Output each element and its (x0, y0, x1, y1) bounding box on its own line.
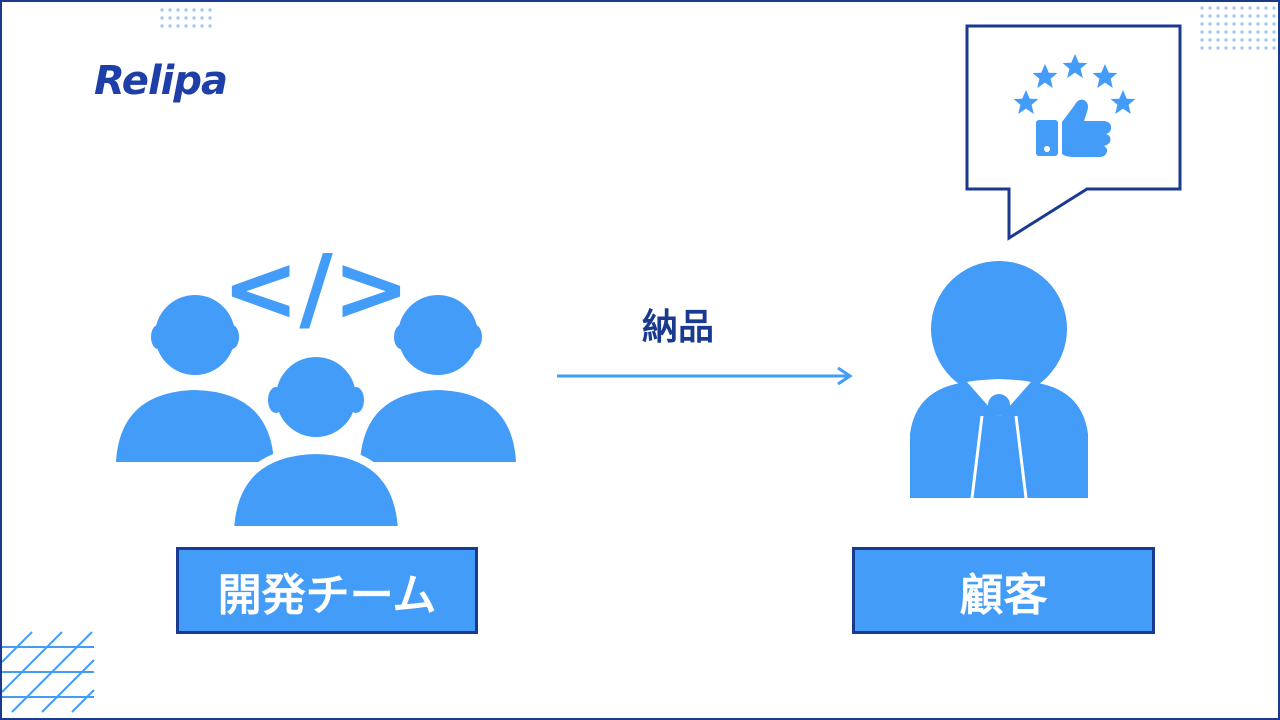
decor-dot (1232, 30, 1236, 34)
decor-dot (1208, 30, 1212, 34)
decor-dot (1232, 14, 1236, 18)
decor-dot (1200, 30, 1204, 34)
decor-dot (1248, 22, 1252, 26)
decor-dot (1264, 46, 1268, 50)
decor-dot (1248, 6, 1252, 10)
hatch-pattern-bottom-left (2, 631, 95, 713)
decor-dot (1216, 46, 1220, 50)
decor-dot (1232, 38, 1236, 42)
decor-dot (1216, 22, 1220, 26)
decor-dot (1264, 22, 1268, 26)
decor-dot (1256, 14, 1260, 18)
decor-dot (168, 8, 172, 12)
decor-dot (1200, 22, 1204, 26)
decor-dot (1248, 14, 1252, 18)
client-label-box: 顧客 (852, 547, 1155, 634)
decor-dot (1224, 30, 1228, 34)
decor-dot (1272, 6, 1276, 10)
decor-dot (1256, 22, 1260, 26)
dot-pattern-top (160, 6, 1276, 50)
decor-dot (1240, 30, 1244, 34)
decor-dot (1224, 14, 1228, 18)
decor-dot (1208, 14, 1212, 18)
decor-dot (1216, 6, 1220, 10)
decor-dot (1224, 6, 1228, 10)
decor-dot (1248, 38, 1252, 42)
decor-dot (1256, 6, 1260, 10)
decor-dot (1200, 14, 1204, 18)
decor-dot (168, 24, 172, 28)
client-label: 顧客 (959, 569, 1048, 621)
decor-dot (176, 16, 180, 20)
decor-dot (160, 8, 164, 12)
decor-dot (1264, 30, 1268, 34)
decor-dot (1256, 38, 1260, 42)
delivery-arrow (557, 366, 853, 386)
decor-dot (1208, 22, 1212, 26)
decor-dot (1216, 38, 1220, 42)
decor-dot (1272, 14, 1276, 18)
decor-dot (1200, 38, 1204, 42)
decor-dot (200, 16, 204, 20)
decor-dot (1240, 22, 1244, 26)
decor-dot (1216, 30, 1220, 34)
decor-dot (176, 24, 180, 28)
decor-dot (1208, 38, 1212, 42)
decor-dot (200, 24, 204, 28)
decor-dot (1256, 30, 1260, 34)
decor-dot (1216, 14, 1220, 18)
decor-dot (1224, 46, 1228, 50)
decor-dot (184, 24, 188, 28)
decor-dot (1224, 38, 1228, 42)
decor-dot (1232, 6, 1236, 10)
decor-dot (168, 16, 172, 20)
relipa-logo: Relipa (94, 58, 228, 104)
decor-dot (1208, 6, 1212, 10)
decor-dot (1200, 6, 1204, 10)
decor-dot (1200, 46, 1204, 50)
decor-dot (160, 24, 164, 28)
decor-dot (1272, 46, 1276, 50)
rating-stars-icon (1013, 54, 1136, 114)
decor-dot (208, 24, 212, 28)
decor-dot (1248, 30, 1252, 34)
decor-dot (192, 16, 196, 20)
decor-dot (1264, 6, 1268, 10)
team-member-icon-left (116, 295, 274, 462)
delivery-label: 納品 (642, 307, 715, 348)
decor-dot (1256, 46, 1260, 50)
decor-dot (184, 8, 188, 12)
decor-dot (1264, 14, 1268, 18)
decor-dot (1248, 46, 1252, 50)
decor-dot (1224, 22, 1228, 26)
decor-dot (1232, 46, 1236, 50)
decor-dot (1208, 46, 1212, 50)
team-label: 開発チーム (217, 569, 437, 621)
team-label-box: 開発チーム (176, 547, 478, 634)
decor-dot (160, 16, 164, 20)
code-icon: </> (222, 235, 410, 342)
decor-dot (1240, 46, 1244, 50)
decor-dot (1272, 38, 1276, 42)
decor-dot (192, 8, 196, 12)
decor-dot (184, 16, 188, 20)
decor-dot (208, 8, 212, 12)
decor-dot (200, 8, 204, 12)
decor-dot (1272, 30, 1276, 34)
client-icon (910, 261, 1088, 499)
decor-dot (192, 24, 196, 28)
decor-dot (208, 16, 212, 20)
decor-dot (1240, 14, 1244, 18)
team-member-icon-right (360, 295, 516, 462)
decor-dot (1232, 22, 1236, 26)
decor-dot (1264, 38, 1268, 42)
decor-dot (1240, 38, 1244, 42)
team-member-icon-center (225, 350, 407, 534)
decor-dot (1240, 6, 1244, 10)
decor-dot (176, 8, 180, 12)
thumbs-up-icon (1036, 99, 1112, 157)
decor-dot (1272, 22, 1276, 26)
